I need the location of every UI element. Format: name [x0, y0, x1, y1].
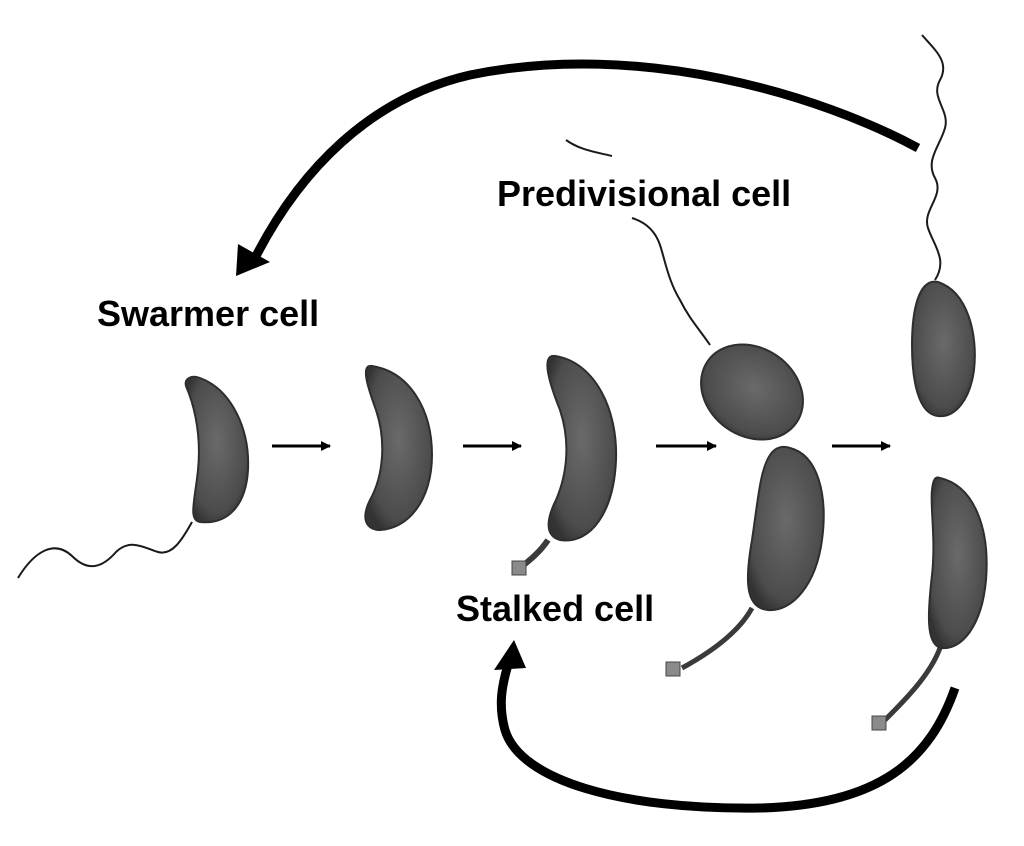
stalked-cell-label: Stalked cell — [456, 588, 655, 629]
stalked-daughter-cell — [927, 476, 988, 650]
swarmer-cell-label: Swarmer cell — [97, 293, 320, 334]
cell-body-lower — [746, 445, 825, 612]
arrowhead-icon — [236, 244, 270, 276]
cell-body — [364, 365, 434, 532]
flagellum — [631, 217, 711, 346]
cell-body — [184, 375, 250, 524]
holdfast — [665, 661, 681, 677]
swarmer-cell — [17, 375, 250, 579]
flagellum — [921, 34, 947, 281]
predivisional-cell — [565, 139, 825, 677]
daughter-cells — [871, 34, 988, 731]
cycle-arrow-to-stalked — [494, 640, 960, 813]
stalk — [680, 606, 755, 671]
cell-stage-2 — [364, 365, 434, 532]
flagellum — [17, 521, 193, 579]
predivisional-cell-label: Predivisional cell — [497, 173, 792, 214]
cycle-arrow-to-swarmer — [236, 59, 921, 276]
holdfast — [511, 560, 527, 576]
cell-body-upper — [700, 343, 804, 441]
swarmer-daughter-cell — [910, 280, 976, 418]
cell-stage-3 — [511, 355, 618, 576]
cell-body — [546, 355, 618, 542]
holdfast — [871, 715, 887, 731]
stalk — [883, 647, 943, 722]
flagellum — [565, 139, 613, 157]
arrowhead-icon — [494, 640, 526, 670]
